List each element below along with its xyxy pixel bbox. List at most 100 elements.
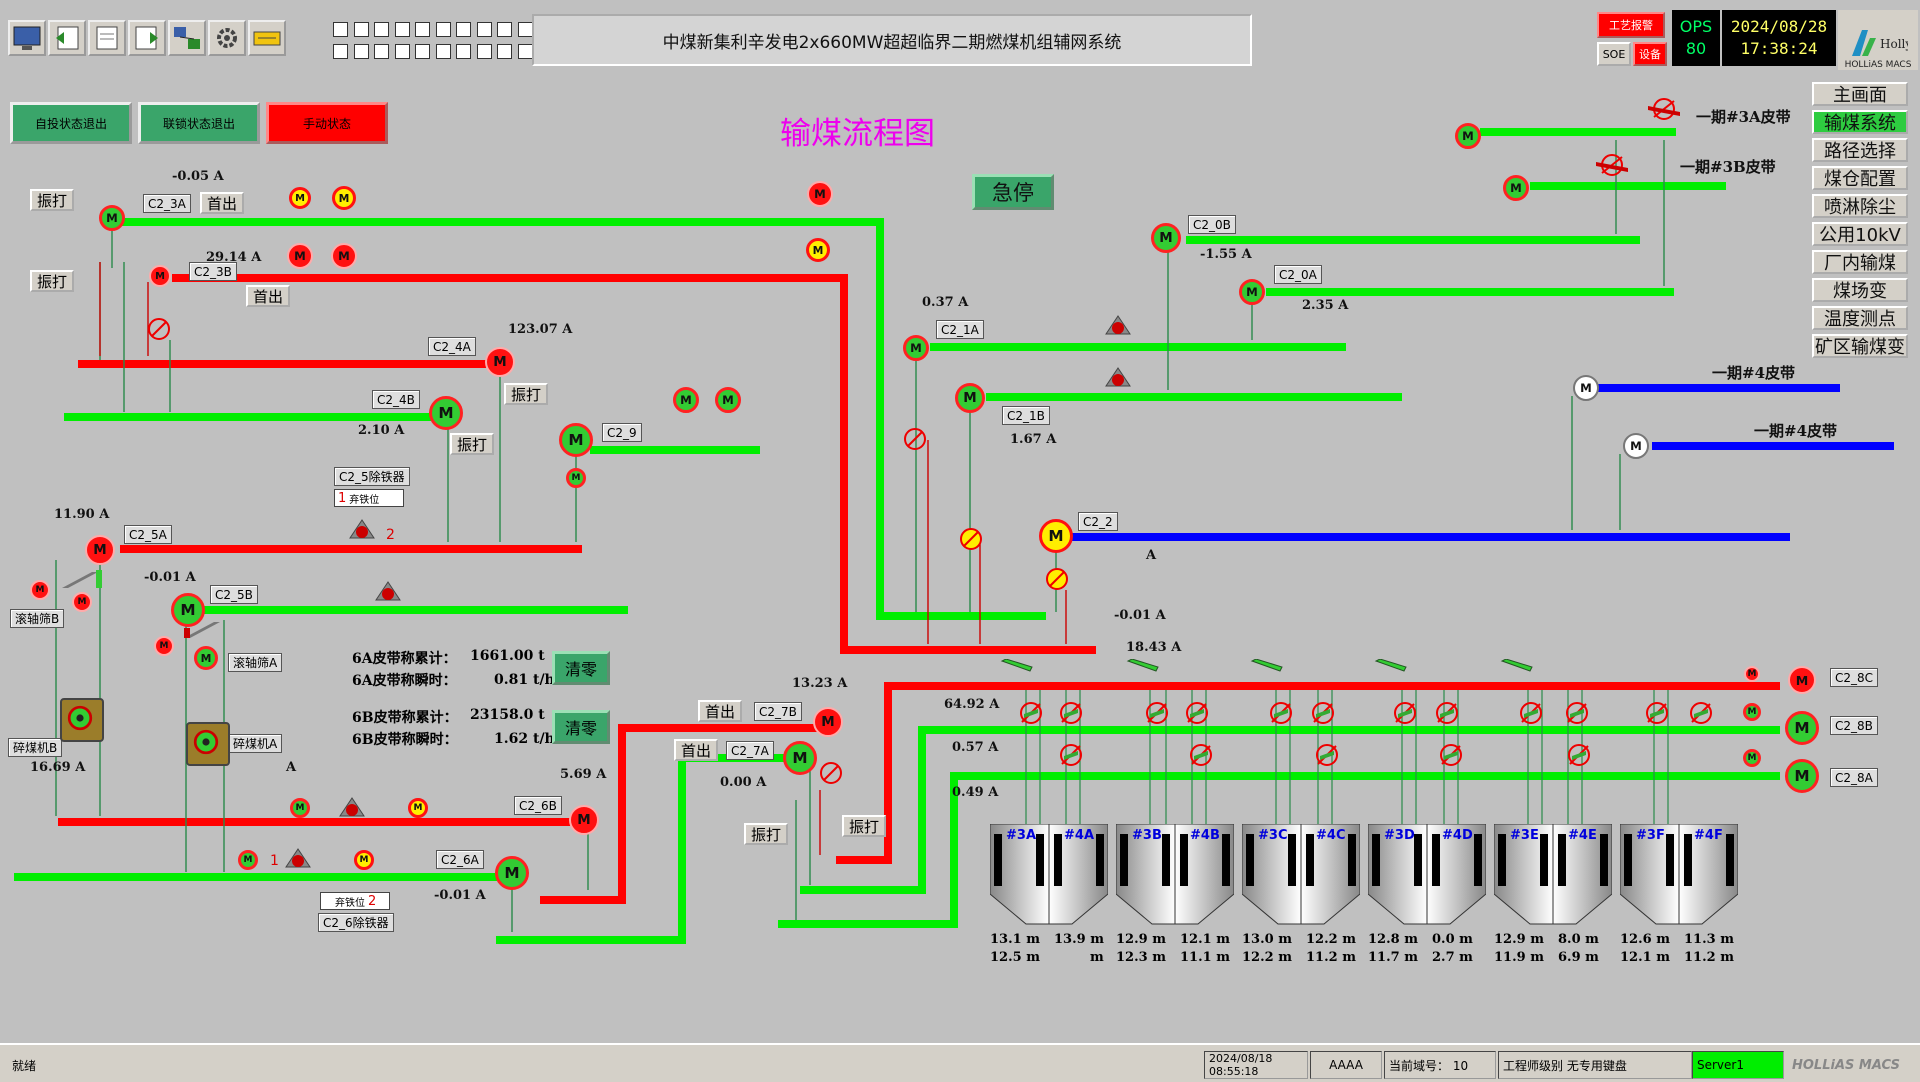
motor-icon[interactable]: M xyxy=(1503,175,1529,201)
iron-separator-icon[interactable] xyxy=(372,578,404,606)
motor-icon[interactable]: M xyxy=(429,396,463,430)
auto-exit-button[interactable]: 自投状态退出 xyxy=(10,102,132,144)
roller-screen-b-icon[interactable] xyxy=(62,570,102,588)
tag-c2-5b[interactable]: C2_5B xyxy=(210,585,258,604)
tag-roller-a[interactable]: 滚轴筛A xyxy=(228,653,283,672)
motor-icon[interactable]: M xyxy=(408,798,428,818)
network-icon[interactable] xyxy=(168,20,206,56)
tag-c2-0a[interactable]: C2_0A xyxy=(1274,265,1322,284)
tag-c2-8b[interactable]: C2_8B xyxy=(1830,716,1878,735)
plow-gate-icon[interactable] xyxy=(1518,700,1544,730)
iron-separator-icon[interactable] xyxy=(336,794,368,822)
plow-icon[interactable] xyxy=(1500,658,1534,677)
manual-mode-button[interactable]: 手动状态 xyxy=(266,102,388,144)
tag-c2-4a[interactable]: C2_4A xyxy=(428,337,476,356)
tag-c2-7a[interactable]: C2_7A xyxy=(726,741,774,760)
nav-item[interactable]: 路径选择 xyxy=(1812,138,1908,162)
diverter-gate-icon[interactable] xyxy=(902,426,928,456)
plow-gate-icon[interactable] xyxy=(1564,700,1590,730)
nav-item[interactable]: 主画面 xyxy=(1812,82,1908,106)
document-icon[interactable] xyxy=(88,20,126,56)
motor-icon[interactable]: M xyxy=(99,205,125,231)
motor-icon[interactable]: M xyxy=(1788,666,1816,694)
device-alarm-button[interactable]: 设备 xyxy=(1633,42,1667,66)
vibrate-button[interactable]: 振打 xyxy=(30,189,75,211)
motor-icon[interactable]: M xyxy=(806,238,830,262)
motor-icon[interactable]: M xyxy=(1744,666,1760,682)
tag-c2-8a[interactable]: C2_8A xyxy=(1830,768,1878,787)
motor-icon[interactable]: M xyxy=(1743,703,1761,721)
plow-gate-icon[interactable] xyxy=(1144,700,1170,730)
plow-gate-icon[interactable] xyxy=(1566,742,1592,772)
plow-gate-icon[interactable] xyxy=(1188,742,1214,772)
vibrate-button[interactable]: 振打 xyxy=(842,815,887,837)
diverter-gate-icon[interactable] xyxy=(958,526,984,556)
plow-icon[interactable] xyxy=(1250,658,1284,677)
motor-icon[interactable]: M xyxy=(287,243,313,269)
plow-gate-icon[interactable] xyxy=(1268,700,1294,730)
nav-item[interactable]: 厂内输煤 xyxy=(1812,250,1908,274)
tag-c2-4b[interactable]: C2_4B xyxy=(372,390,420,409)
motor-icon[interactable]: M xyxy=(673,387,699,413)
diverter-gate-icon[interactable] xyxy=(1044,566,1070,596)
motor-icon[interactable]: M xyxy=(332,186,356,210)
first-out-button[interactable]: 首出 xyxy=(200,192,245,214)
vibrate-button[interactable]: 振打 xyxy=(450,433,495,455)
motor-icon[interactable]: M xyxy=(1785,711,1819,745)
plow-gate-icon[interactable] xyxy=(1310,700,1336,730)
plow-gate-icon[interactable] xyxy=(1058,742,1084,772)
motor-icon[interactable]: M xyxy=(1151,223,1181,253)
first-out-button[interactable]: 首出 xyxy=(246,285,291,307)
tag-c2-0b[interactable]: C2_0B xyxy=(1188,215,1236,234)
motor-icon[interactable]: M xyxy=(85,535,115,565)
vibrate-button[interactable]: 振打 xyxy=(744,823,789,845)
plow-icon[interactable] xyxy=(1126,658,1160,677)
motor-icon[interactable]: M xyxy=(30,580,50,600)
tag-c2-6-iron[interactable]: C2_6除铁器 xyxy=(318,913,394,932)
motor-icon[interactable]: M xyxy=(1039,519,1073,553)
diverter-gate-icon[interactable] xyxy=(818,760,844,790)
motor-icon[interactable]: M xyxy=(569,805,599,835)
belt-scraper-icon[interactable] xyxy=(1646,98,1682,124)
forward-icon[interactable] xyxy=(128,20,166,56)
plow-gate-icon[interactable] xyxy=(1018,700,1044,730)
vibrate-button[interactable]: 振打 xyxy=(30,270,75,292)
tag-c2-9[interactable]: C2_9 xyxy=(602,423,642,442)
interlock-exit-button[interactable]: 联锁状态退出 xyxy=(138,102,260,144)
clear-6b-button[interactable]: 清零 xyxy=(552,710,610,744)
crusher-a-icon[interactable] xyxy=(186,722,230,766)
nav-item[interactable]: 输煤系统 xyxy=(1812,110,1908,134)
nav-item[interactable]: 温度测点 xyxy=(1812,306,1908,330)
iron-separator-icon[interactable] xyxy=(1102,364,1134,392)
soe-button[interactable]: SOE xyxy=(1597,42,1631,66)
first-out-button[interactable]: 首出 xyxy=(674,739,719,761)
back-icon[interactable] xyxy=(48,20,86,56)
motor-icon[interactable]: M xyxy=(955,383,985,413)
crusher-b-icon[interactable] xyxy=(60,698,104,742)
first-out-button[interactable]: 首出 xyxy=(698,700,743,722)
nav-item[interactable]: 矿区输煤变 xyxy=(1812,334,1908,358)
motor-icon[interactable]: M xyxy=(354,850,374,870)
motor-icon[interactable]: M xyxy=(903,335,929,361)
process-alarm-button[interactable]: 工艺报警 xyxy=(1597,12,1665,38)
plow-gate-icon[interactable] xyxy=(1434,700,1460,730)
tag-c2-1b[interactable]: C2_1B xyxy=(1002,406,1050,425)
plow-gate-icon[interactable] xyxy=(1688,700,1714,730)
motor-icon[interactable]: M xyxy=(495,856,529,890)
iron-separator-icon[interactable] xyxy=(282,845,314,873)
nav-item[interactable]: 煤场变 xyxy=(1812,278,1908,302)
bunker[interactable] xyxy=(1115,823,1235,932)
nav-item[interactable]: 喷淋除尘 xyxy=(1812,194,1908,218)
tag-c2-3b[interactable]: C2_3B xyxy=(189,262,237,281)
keyboard-icon[interactable] xyxy=(248,20,286,56)
motor-icon[interactable]: M xyxy=(238,850,258,870)
plow-gate-icon[interactable] xyxy=(1392,700,1418,730)
plow-gate-icon[interactable] xyxy=(1058,700,1084,730)
plow-icon[interactable] xyxy=(1000,658,1034,677)
tag-crusher-a[interactable]: 碎煤机A xyxy=(228,734,283,753)
motor-icon[interactable]: M xyxy=(1785,759,1819,793)
motor-icon[interactable]: M xyxy=(331,243,357,269)
plow-gate-icon[interactable] xyxy=(1438,742,1464,772)
vibrate-button[interactable]: 振打 xyxy=(504,383,549,405)
clear-6a-button[interactable]: 清零 xyxy=(552,651,610,685)
